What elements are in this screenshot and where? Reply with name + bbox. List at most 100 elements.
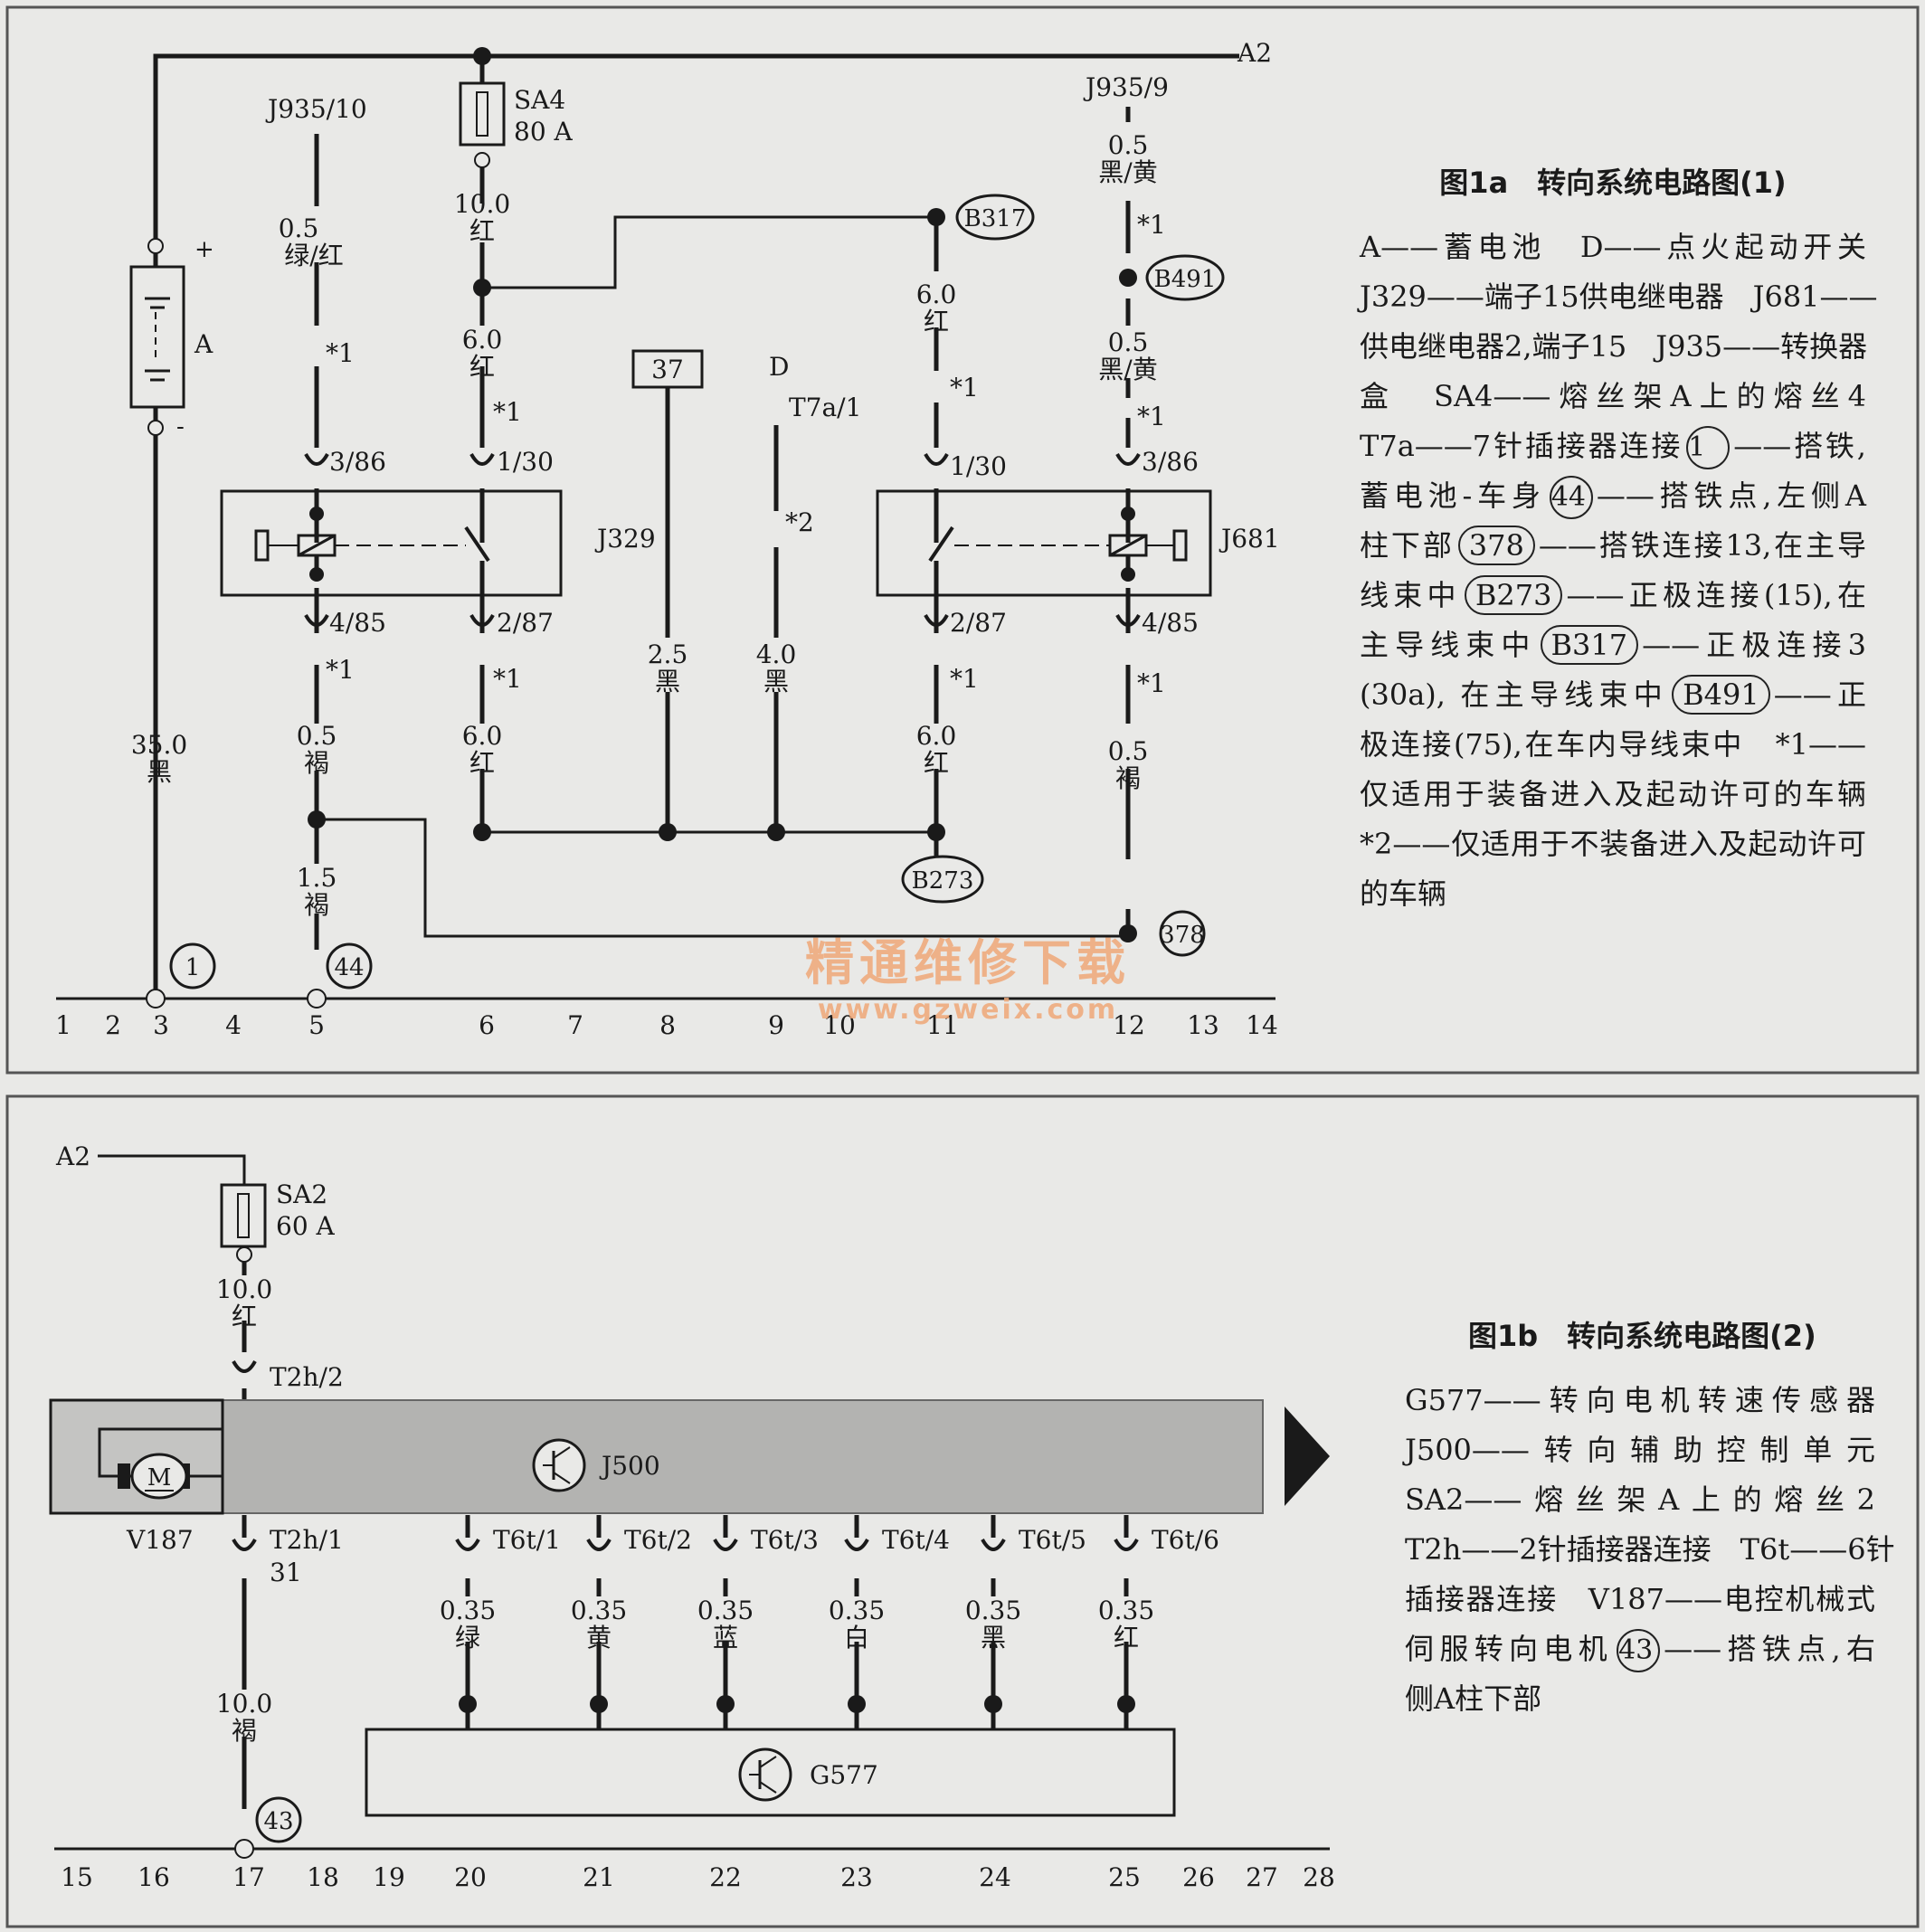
panel-1b xyxy=(5,1094,1920,1928)
svg-text:1: 1 xyxy=(55,1010,71,1040)
legend-line: A——蓄电池 D——点火起动开关 xyxy=(1360,223,1866,272)
svg-text:G577: G577 xyxy=(810,1760,878,1790)
svg-text:B317: B317 xyxy=(964,205,1027,232)
legend-line: *2——仅适用于不装备进入及起动许可 xyxy=(1360,819,1866,869)
svg-text:褐: 褐 xyxy=(1115,763,1141,793)
svg-text:*1: *1 xyxy=(1137,210,1166,240)
svg-text:24: 24 xyxy=(979,1862,1011,1892)
svg-text:15: 15 xyxy=(61,1862,93,1892)
svg-text:6.0: 6.0 xyxy=(916,721,957,751)
figure-title-1a: 图1a 转向系统电路图(1) xyxy=(1439,166,1787,200)
svg-text:10: 10 xyxy=(823,1010,856,1040)
legend-text: SA2——熔丝架A上的熔丝2 xyxy=(1405,1482,1875,1517)
svg-text:黄: 黄 xyxy=(586,1623,612,1653)
legend-lines-1a: A——蓄电池 D——点火起动开关 J329——端子15供电继电器 J681—— 供电… xyxy=(1360,223,1878,919)
svg-text:3/86: 3/86 xyxy=(1142,447,1199,477)
svg-text:14: 14 xyxy=(1246,1010,1278,1040)
svg-text:褐: 褐 xyxy=(304,890,329,920)
svg-text:B491: B491 xyxy=(1154,266,1217,293)
nodes-1a xyxy=(308,47,1137,942)
labels-text-1a: A2 J935/10 SA4 80 A J935/9 + - A 0.5 绿/红… xyxy=(131,38,1280,981)
svg-text:0.5: 0.5 xyxy=(297,721,337,751)
legend-text: ——正极连接3 xyxy=(1642,628,1866,662)
legend-text: 侧A柱下部 xyxy=(1405,1681,1542,1716)
svg-text:红: 红 xyxy=(469,748,495,778)
svg-text:J329: J329 xyxy=(594,524,656,554)
svg-text:27: 27 xyxy=(1246,1862,1278,1892)
svg-text:0.35: 0.35 xyxy=(965,1596,1021,1625)
svg-text:4/85: 4/85 xyxy=(329,608,386,638)
legend-line: 极连接(75),在车内导线束中 *1—— xyxy=(1360,720,1866,770)
legend-line: SA2——熔丝架A上的熔丝2 xyxy=(1405,1475,1875,1525)
svg-text:*1: *1 xyxy=(1137,402,1166,431)
svg-text:12: 12 xyxy=(1113,1010,1145,1040)
legend-text: ——正 xyxy=(1773,677,1866,712)
svg-text:1/30: 1/30 xyxy=(497,447,554,477)
svg-text:红: 红 xyxy=(232,1302,257,1331)
svg-text:黑: 黑 xyxy=(147,757,172,787)
svg-text:43: 43 xyxy=(263,1808,293,1835)
legend-text: 供电继电器2,端子15 J935——转换器 xyxy=(1360,329,1868,364)
svg-text:SA2: SA2 xyxy=(276,1179,327,1209)
sensor-g577 xyxy=(365,1728,1176,1817)
svg-text:44: 44 xyxy=(334,954,364,981)
svg-text:378: 378 xyxy=(1160,922,1205,949)
svg-text:1.5: 1.5 xyxy=(297,863,337,893)
legend-1a: 图1a 转向系统电路图(1) A——蓄电池 D——点火起动开关 J329——端子1… xyxy=(1360,158,1878,919)
legend-text: 的车辆 xyxy=(1360,876,1447,911)
svg-text:60 A: 60 A xyxy=(276,1211,336,1241)
svg-text:T2h/2: T2h/2 xyxy=(270,1362,344,1392)
legend-text: ——搭铁连接13,在主导 xyxy=(1538,528,1866,563)
legend-line: 盒 SA4——熔丝架A上的熔丝4 xyxy=(1360,372,1866,421)
svg-text:0.5: 0.5 xyxy=(1108,736,1149,766)
connection-badge: B273 xyxy=(1464,575,1563,615)
legend-text: 仅适用于装备进入及起动许可的车辆 xyxy=(1360,777,1866,811)
figure-title-1b: 图1b 转向系统电路图(2) xyxy=(1468,1319,1816,1353)
wires-1a xyxy=(56,53,1275,1000)
svg-text:0.35: 0.35 xyxy=(697,1596,754,1625)
svg-text:红: 红 xyxy=(924,307,949,336)
legend-text: (30a), 在主导线束中 xyxy=(1360,677,1669,712)
legend-text: J329——端子15供电继电器 J681—— xyxy=(1360,279,1878,314)
transistor-j500-icon xyxy=(532,1438,586,1492)
svg-text:*2: *2 xyxy=(785,507,814,537)
svg-text:SA4: SA4 xyxy=(514,85,565,115)
legend-text: T2h——2针插接器连接 T6t——6针 xyxy=(1405,1532,1895,1567)
ground-1b xyxy=(234,1796,302,1859)
svg-text:1: 1 xyxy=(185,954,201,981)
svg-text:B273: B273 xyxy=(912,867,974,895)
svg-text:20: 20 xyxy=(454,1862,487,1892)
svg-text:0.35: 0.35 xyxy=(1098,1596,1154,1625)
svg-text:0.5: 0.5 xyxy=(1108,130,1149,160)
svg-text:28: 28 xyxy=(1303,1862,1335,1892)
relay-j681 xyxy=(876,489,1212,597)
ground-point-badge: 1 xyxy=(1686,426,1731,469)
svg-text:T7a/1: T7a/1 xyxy=(789,393,861,422)
svg-text:2: 2 xyxy=(105,1010,121,1040)
svg-text:红: 红 xyxy=(469,352,495,382)
relay-j329 xyxy=(220,489,563,597)
svg-text:9: 9 xyxy=(768,1010,784,1040)
svg-text:0.35: 0.35 xyxy=(440,1596,496,1625)
fuse-sa2 xyxy=(220,1183,267,1263)
svg-text:T6t/5: T6t/5 xyxy=(1019,1525,1086,1555)
legend-text: ——搭铁, xyxy=(1733,429,1866,463)
legend-line: G577——转向电机转速传感器 xyxy=(1405,1376,1875,1425)
svg-text:0.35: 0.35 xyxy=(829,1596,885,1625)
svg-text:13: 13 xyxy=(1187,1010,1219,1040)
svg-text:+: + xyxy=(194,236,214,263)
svg-text:A2: A2 xyxy=(1237,38,1272,68)
svg-text:2.5: 2.5 xyxy=(648,639,688,669)
svg-text:3: 3 xyxy=(153,1010,169,1040)
svg-text:25: 25 xyxy=(1108,1862,1141,1892)
svg-text:4: 4 xyxy=(225,1010,242,1040)
legend-text: 主导线束中 xyxy=(1360,628,1537,662)
legend-line: 仅适用于装备进入及起动许可的车辆 xyxy=(1360,770,1866,819)
svg-text:80 A: 80 A xyxy=(514,117,574,147)
svg-text:31: 31 xyxy=(270,1558,302,1587)
